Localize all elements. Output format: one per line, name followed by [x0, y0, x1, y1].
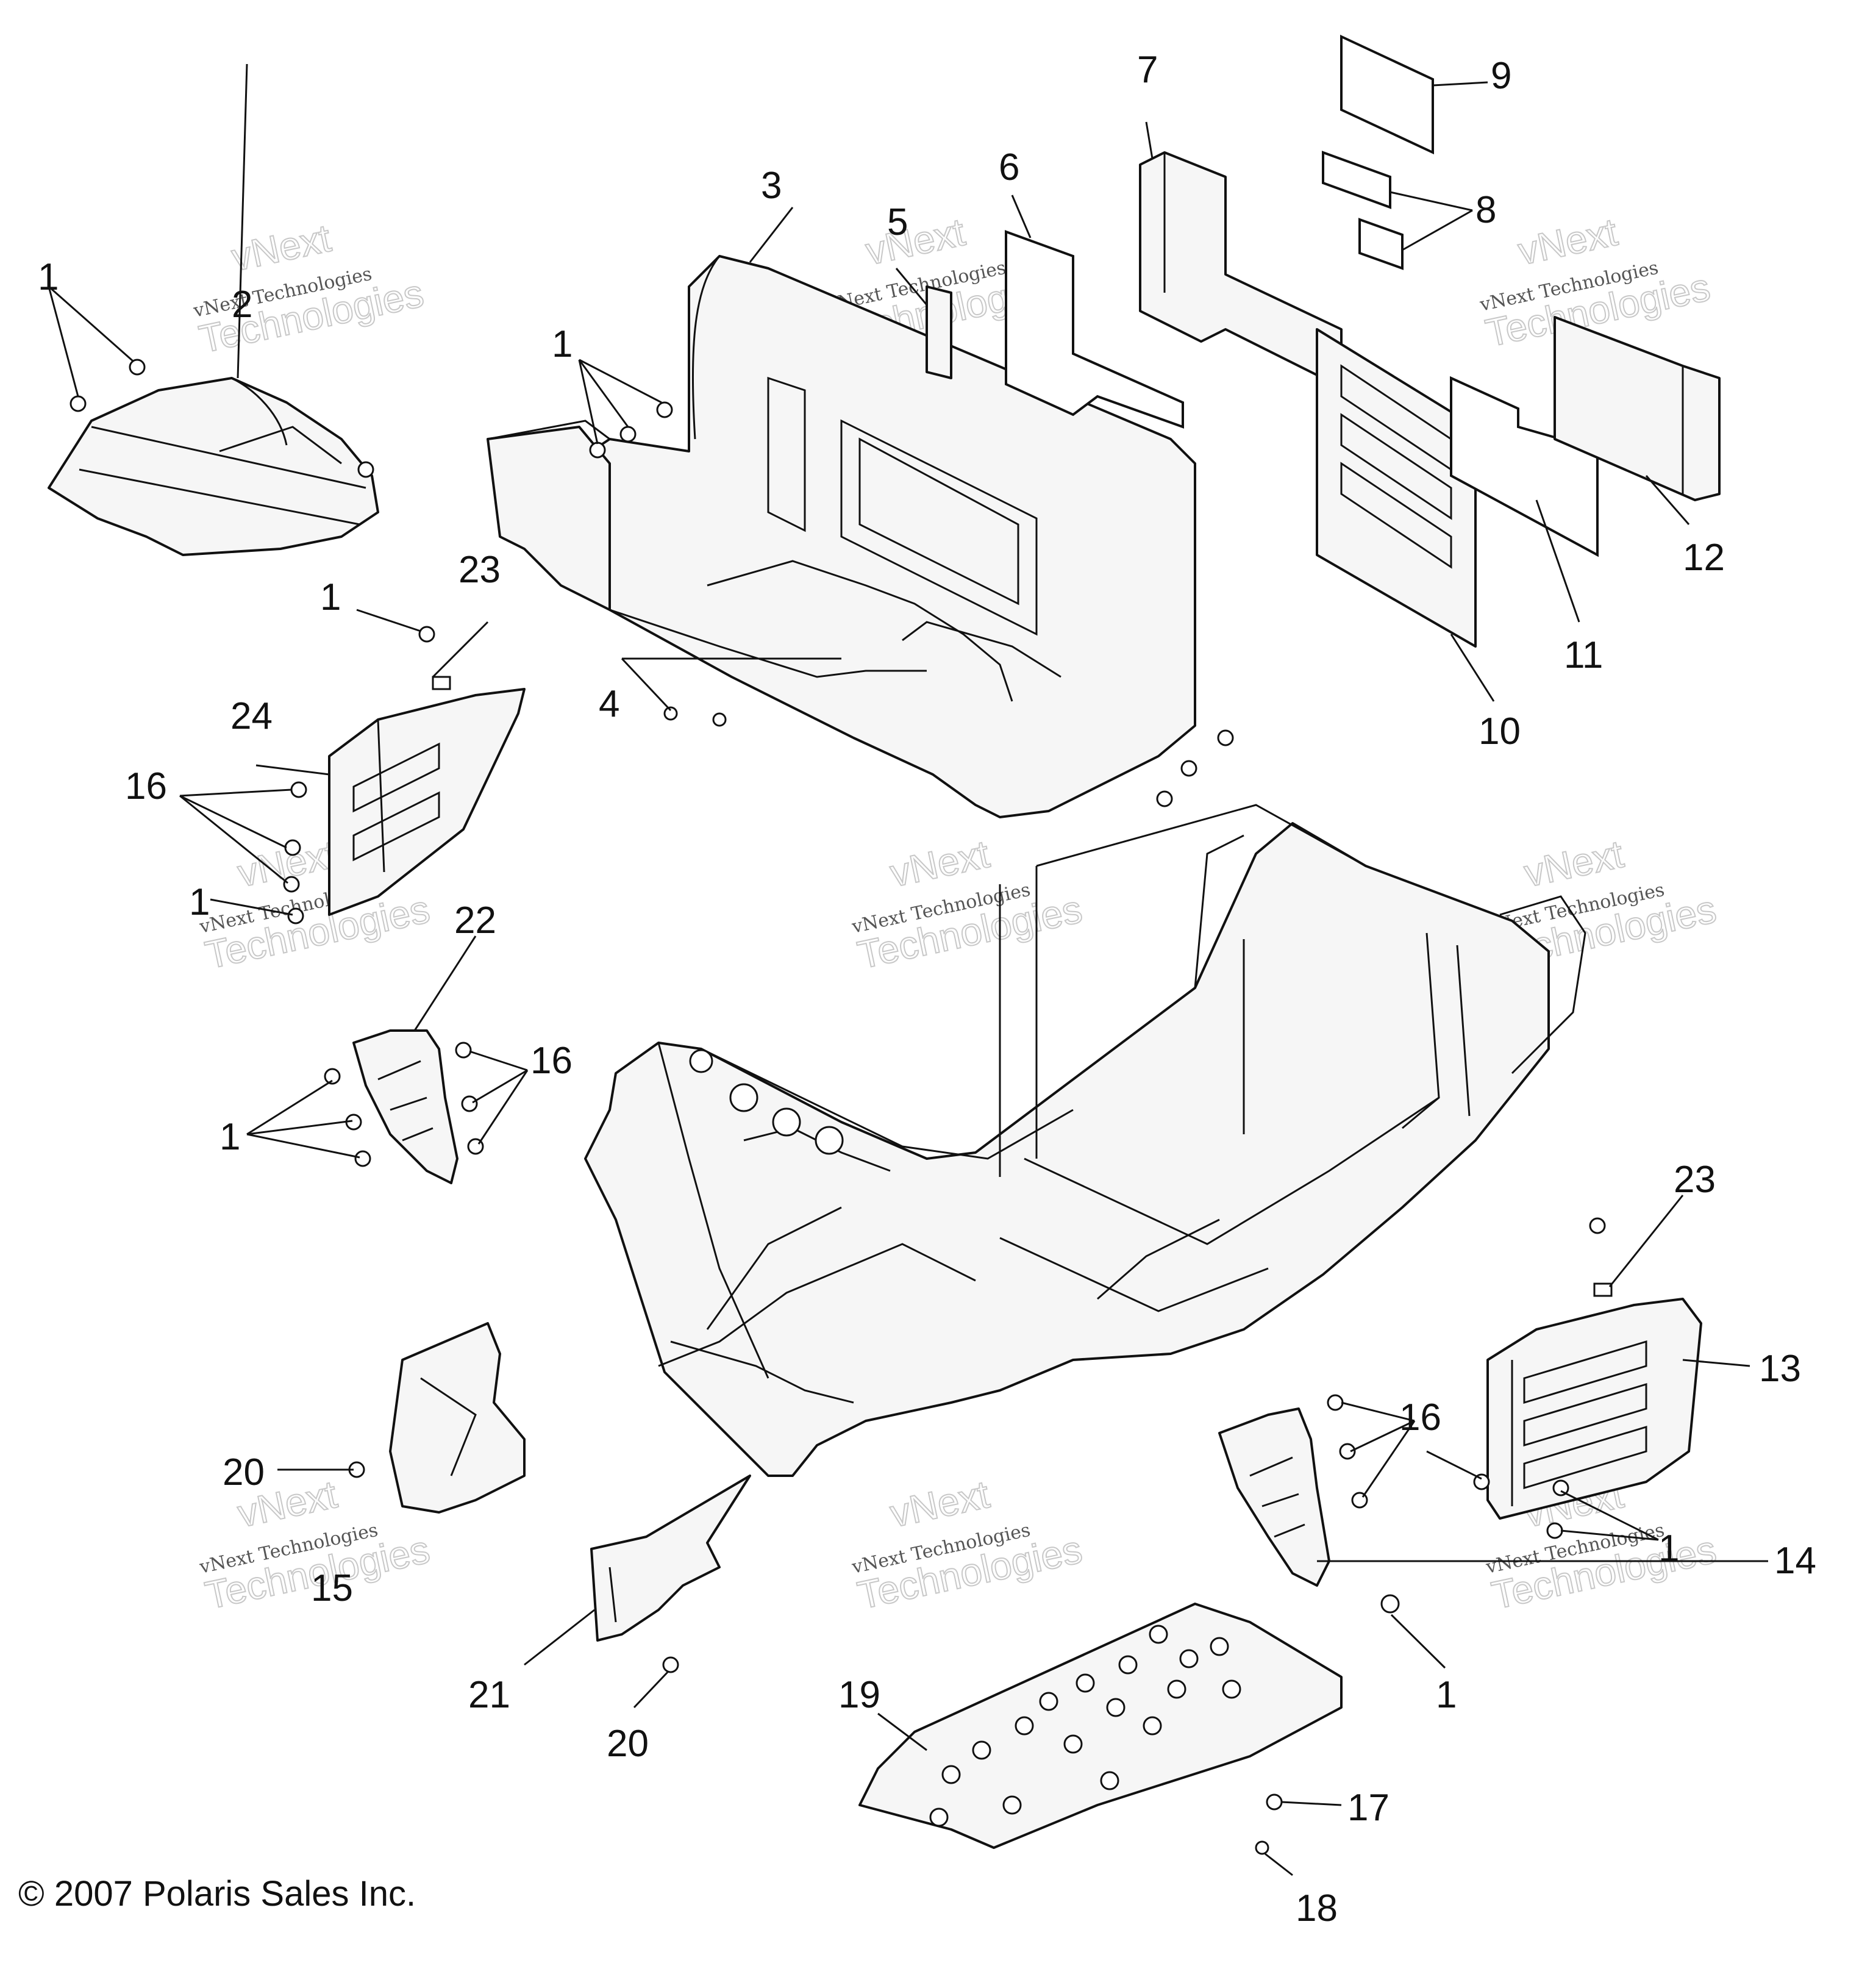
- watermark: vNext vNext Technologies Technologies: [849, 1471, 1086, 1618]
- callout-labels: 1 2 1 3 5 6 7 8 9 10 11 12 23 1 24 16 1 …: [38, 49, 1816, 1929]
- part-12-foam: [1554, 316, 1721, 501]
- callout-20: 20: [607, 1723, 649, 1765]
- part-5-bracket: [926, 285, 952, 379]
- fastener: [619, 426, 637, 443]
- callout-21: 21: [468, 1674, 510, 1716]
- watermark-top: vNext: [1514, 210, 1621, 273]
- fastener: [662, 1656, 679, 1673]
- fastener: [1217, 729, 1234, 746]
- callout-1: 1: [189, 881, 210, 923]
- fastener: [656, 401, 673, 418]
- callout-4: 4: [599, 683, 619, 725]
- fastener: [1380, 1594, 1400, 1614]
- callout-3: 3: [761, 165, 782, 207]
- part-21-floor-guard: [590, 1475, 751, 1642]
- watermark-top: vNext: [1521, 832, 1627, 895]
- fastener: [284, 839, 301, 856]
- callout-1: 1: [38, 256, 59, 298]
- fastener: [1552, 1479, 1569, 1496]
- callout-17: 17: [1347, 1787, 1390, 1829]
- callout-16: 16: [1399, 1396, 1441, 1439]
- part-9-pad: [1340, 34, 1434, 155]
- fastener: [287, 907, 304, 924]
- callout-1: 1: [552, 323, 573, 365]
- copyright-notice: © 2007 Polaris Sales Inc.: [18, 1874, 416, 1914]
- callout-7: 7: [1137, 49, 1158, 91]
- fastener: [455, 1042, 472, 1059]
- callout-16: 16: [125, 765, 167, 807]
- part-7-foam: [1139, 151, 1343, 379]
- watermark-top: vNext: [887, 832, 993, 895]
- fastener: [129, 359, 146, 376]
- fastener: [663, 706, 678, 721]
- fastener: [70, 395, 87, 412]
- fastener: [1546, 1522, 1563, 1539]
- part-10-vented-panel: [1316, 328, 1477, 648]
- fastener: [1339, 1443, 1356, 1460]
- fastener: [283, 876, 300, 893]
- part-22-front-guard: [352, 1029, 458, 1184]
- fastener: [461, 1095, 478, 1112]
- part-main-frame: [584, 804, 1586, 1477]
- part-14-front-guard: [1218, 1407, 1330, 1587]
- watermark: vNext vNext Technologies Technologies: [191, 215, 427, 362]
- watermark: vNext vNext Technologies Technologies: [849, 831, 1086, 978]
- callout-10: 10: [1479, 710, 1521, 753]
- callout-6: 6: [999, 146, 1019, 188]
- fastener: [1593, 1282, 1613, 1297]
- callout-24: 24: [230, 695, 273, 737]
- fastener: [712, 712, 727, 727]
- fastener: [354, 1150, 371, 1167]
- callout-9: 9: [1491, 55, 1511, 97]
- part-cargo-box: [487, 255, 1196, 818]
- part-8-pads: [1322, 151, 1404, 270]
- fastener: [418, 626, 435, 643]
- leader-lines: [48, 63, 1768, 1876]
- fastener: [357, 461, 374, 478]
- fastener: [1589, 1217, 1606, 1234]
- fastener: [1473, 1473, 1490, 1490]
- fastener: [324, 1068, 341, 1085]
- callout-23: 23: [1674, 1159, 1716, 1201]
- part-front-skid-panel: [48, 377, 379, 556]
- fastener: [1156, 790, 1173, 807]
- callout-5: 5: [887, 201, 908, 243]
- part-24-side-guard: [328, 688, 526, 916]
- fastener: [1180, 760, 1197, 777]
- callout-19: 19: [838, 1674, 880, 1716]
- callout-16: 16: [530, 1040, 573, 1082]
- part-15-front-bracket: [389, 1322, 526, 1514]
- callout-20: 20: [223, 1451, 265, 1493]
- callout-15: 15: [311, 1567, 353, 1609]
- fastener: [1255, 1840, 1269, 1855]
- watermark-top: vNext: [228, 216, 335, 279]
- callout-13: 13: [1759, 1348, 1801, 1390]
- fastener: [290, 781, 307, 798]
- callout-8: 8: [1475, 189, 1496, 231]
- callout-1: 1: [1436, 1674, 1457, 1716]
- callout-1: 1: [219, 1116, 240, 1158]
- watermark-top: vNext: [887, 1472, 993, 1536]
- part-13-side-guard: [1486, 1298, 1702, 1520]
- callout-11: 11: [1564, 634, 1603, 676]
- callout-18: 18: [1296, 1887, 1338, 1929]
- part-6-liner: [1005, 230, 1184, 429]
- fastener: [432, 676, 451, 690]
- callout-14: 14: [1774, 1540, 1816, 1582]
- part-19-floor-plate: [858, 1603, 1343, 1849]
- callout-22: 22: [454, 899, 496, 942]
- callout-2: 2: [232, 284, 252, 326]
- fastener: [1327, 1394, 1344, 1411]
- callout-12: 12: [1683, 537, 1725, 579]
- callout-23: 23: [458, 549, 501, 591]
- fastener: [1266, 1793, 1283, 1811]
- callout-1: 1: [1658, 1528, 1679, 1570]
- watermark-top: vNext: [862, 210, 969, 273]
- callout-1: 1: [320, 576, 341, 618]
- fastener: [589, 442, 606, 459]
